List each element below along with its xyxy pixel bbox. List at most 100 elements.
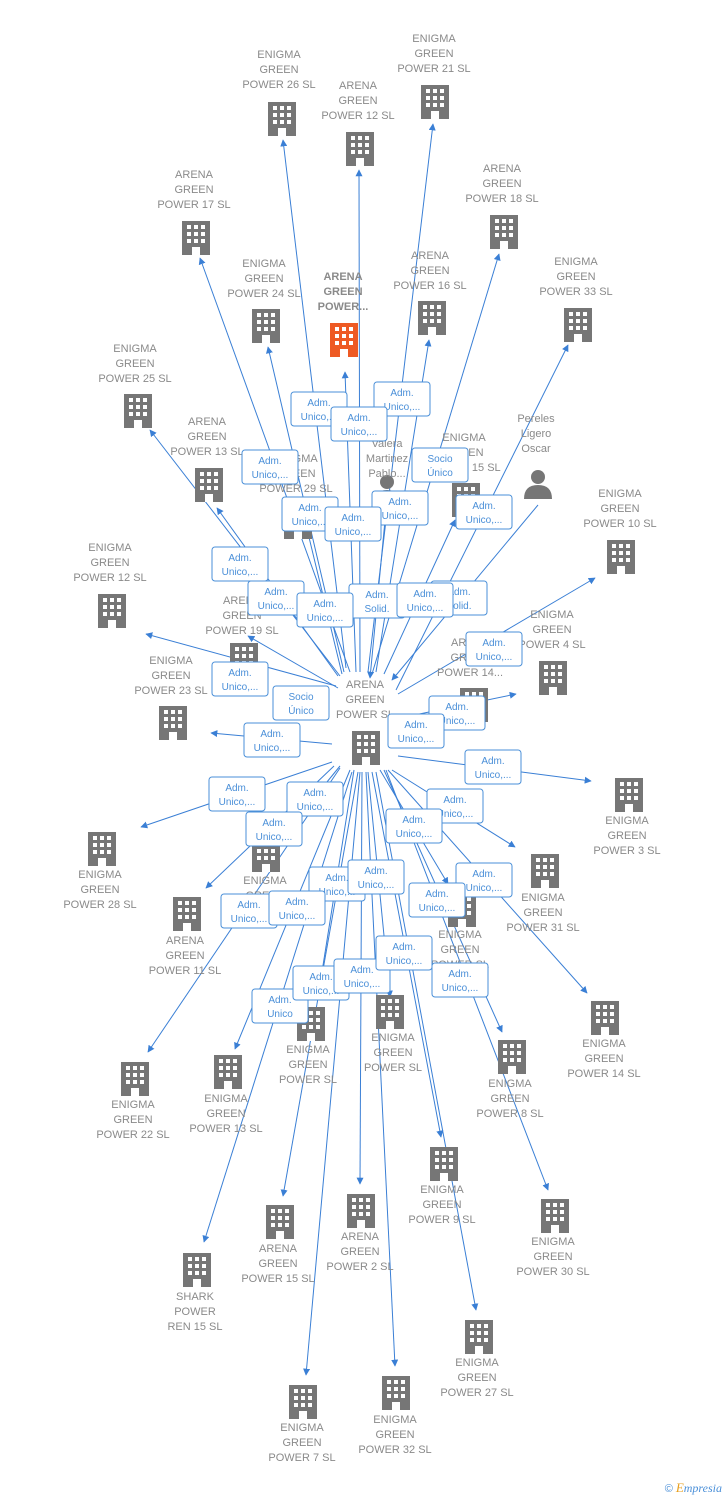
relation-box[interactable]: Adm.Unico,...: [330, 406, 388, 442]
relation-box[interactable]: Adm.Unico,...: [387, 713, 445, 749]
relation-label: Unico,...: [222, 567, 259, 578]
relation-box[interactable]: Adm.Unico,...: [431, 962, 489, 998]
relation-box-frame: [241, 449, 299, 485]
node-label-line: GREEN: [422, 1199, 461, 1211]
node-label-line: ENIGMA: [113, 343, 157, 355]
node-label-line: ENIGMA: [531, 1236, 575, 1248]
node-label-line: ENIGMA: [371, 1032, 415, 1044]
node-label-line: ENIGMA: [78, 869, 122, 881]
relation-box[interactable]: Adm.Unico,...: [268, 890, 326, 926]
node-label-line: GREEN: [482, 178, 521, 190]
relation-box[interactable]: Adm.Unico,...: [211, 661, 269, 697]
node-label-line: POWER 11 SL: [149, 965, 222, 977]
relation-box[interactable]: Adm.Unico,...: [455, 862, 513, 898]
node-label-line: POWER 13 SL: [170, 446, 243, 458]
relation-box[interactable]: Adm.Unico,...: [455, 494, 513, 530]
relation-label: Adm.: [448, 969, 471, 980]
relation-label: Adm.: [482, 638, 505, 649]
node-label-line: POWER 29 SL: [259, 483, 332, 495]
relation-box[interactable]: Adm.Unico,...: [385, 808, 443, 844]
building-icon: [252, 309, 280, 343]
node-label-line: ARENA: [411, 250, 450, 262]
relation-box[interactable]: Adm.Unico,...: [241, 449, 299, 485]
node-label-line: GREEN: [244, 273, 283, 285]
node-label-line: GREEN: [414, 48, 453, 60]
relation-box[interactable]: Adm.Unico,...: [347, 859, 405, 895]
relation-box-frame: [245, 811, 303, 847]
relation-label: Unico,...: [358, 880, 395, 891]
node-label-line: POWER 10 SL: [583, 518, 656, 530]
relation-box[interactable]: Adm.Unico,...: [373, 381, 431, 417]
relation-box[interactable]: Adm.Unico,...: [464, 749, 522, 785]
node-label-line: GREEN: [556, 271, 595, 283]
node-label-line: POWER 17 SL: [157, 199, 230, 211]
node-label-line: POWER 32 SL: [358, 1444, 431, 1456]
relation-box[interactable]: Adm.Unico,...: [208, 776, 266, 812]
node-label-line: GREEN: [113, 1114, 152, 1126]
relation-box-frame: [330, 406, 388, 442]
relation-label: Unico,...: [292, 517, 329, 528]
relation-box[interactable]: Adm.Unico,...: [324, 506, 382, 542]
relation-box[interactable]: Adm.Unico,...: [396, 582, 454, 618]
relation-label: Unico,...: [303, 986, 340, 997]
node-label-line: GREEN: [600, 503, 639, 515]
relation-box[interactable]: Adm.Unico,...: [211, 546, 269, 582]
node-label-line: GREEN: [80, 884, 119, 896]
relation-box[interactable]: Adm.Unico,...: [243, 722, 301, 758]
relation-box[interactable]: Adm.Unico,...: [375, 935, 433, 971]
relation-label: Unico,...: [384, 402, 421, 413]
relation-box[interactable]: Adm.Unico,...: [465, 631, 523, 667]
node-label-line: POWER: [174, 1306, 216, 1318]
relation-label: Adm.: [443, 795, 466, 806]
node-label-line: GREEN: [584, 1053, 623, 1065]
node-n_agp[interactable]: ARENAGREENPOWER...: [318, 271, 369, 357]
relation-box[interactable]: Adm.Unico,...: [296, 592, 354, 628]
relation-box-frame: [286, 781, 344, 817]
node-label-line: POWER 19 SL: [205, 625, 278, 637]
relation-box[interactable]: Adm.Unico,...: [286, 781, 344, 817]
node-label-line: ENIGMA: [149, 655, 193, 667]
relation-box[interactable]: Adm.Unico,...: [408, 882, 466, 918]
building-icon: [266, 1205, 294, 1239]
relation-box[interactable]: Adm.Unico,...: [245, 811, 303, 847]
node-label-line: POWER 14 SL: [567, 1068, 640, 1080]
relation-box[interactable]: Adm.Unico,...: [247, 580, 305, 616]
relation-box-frame: [243, 722, 301, 758]
